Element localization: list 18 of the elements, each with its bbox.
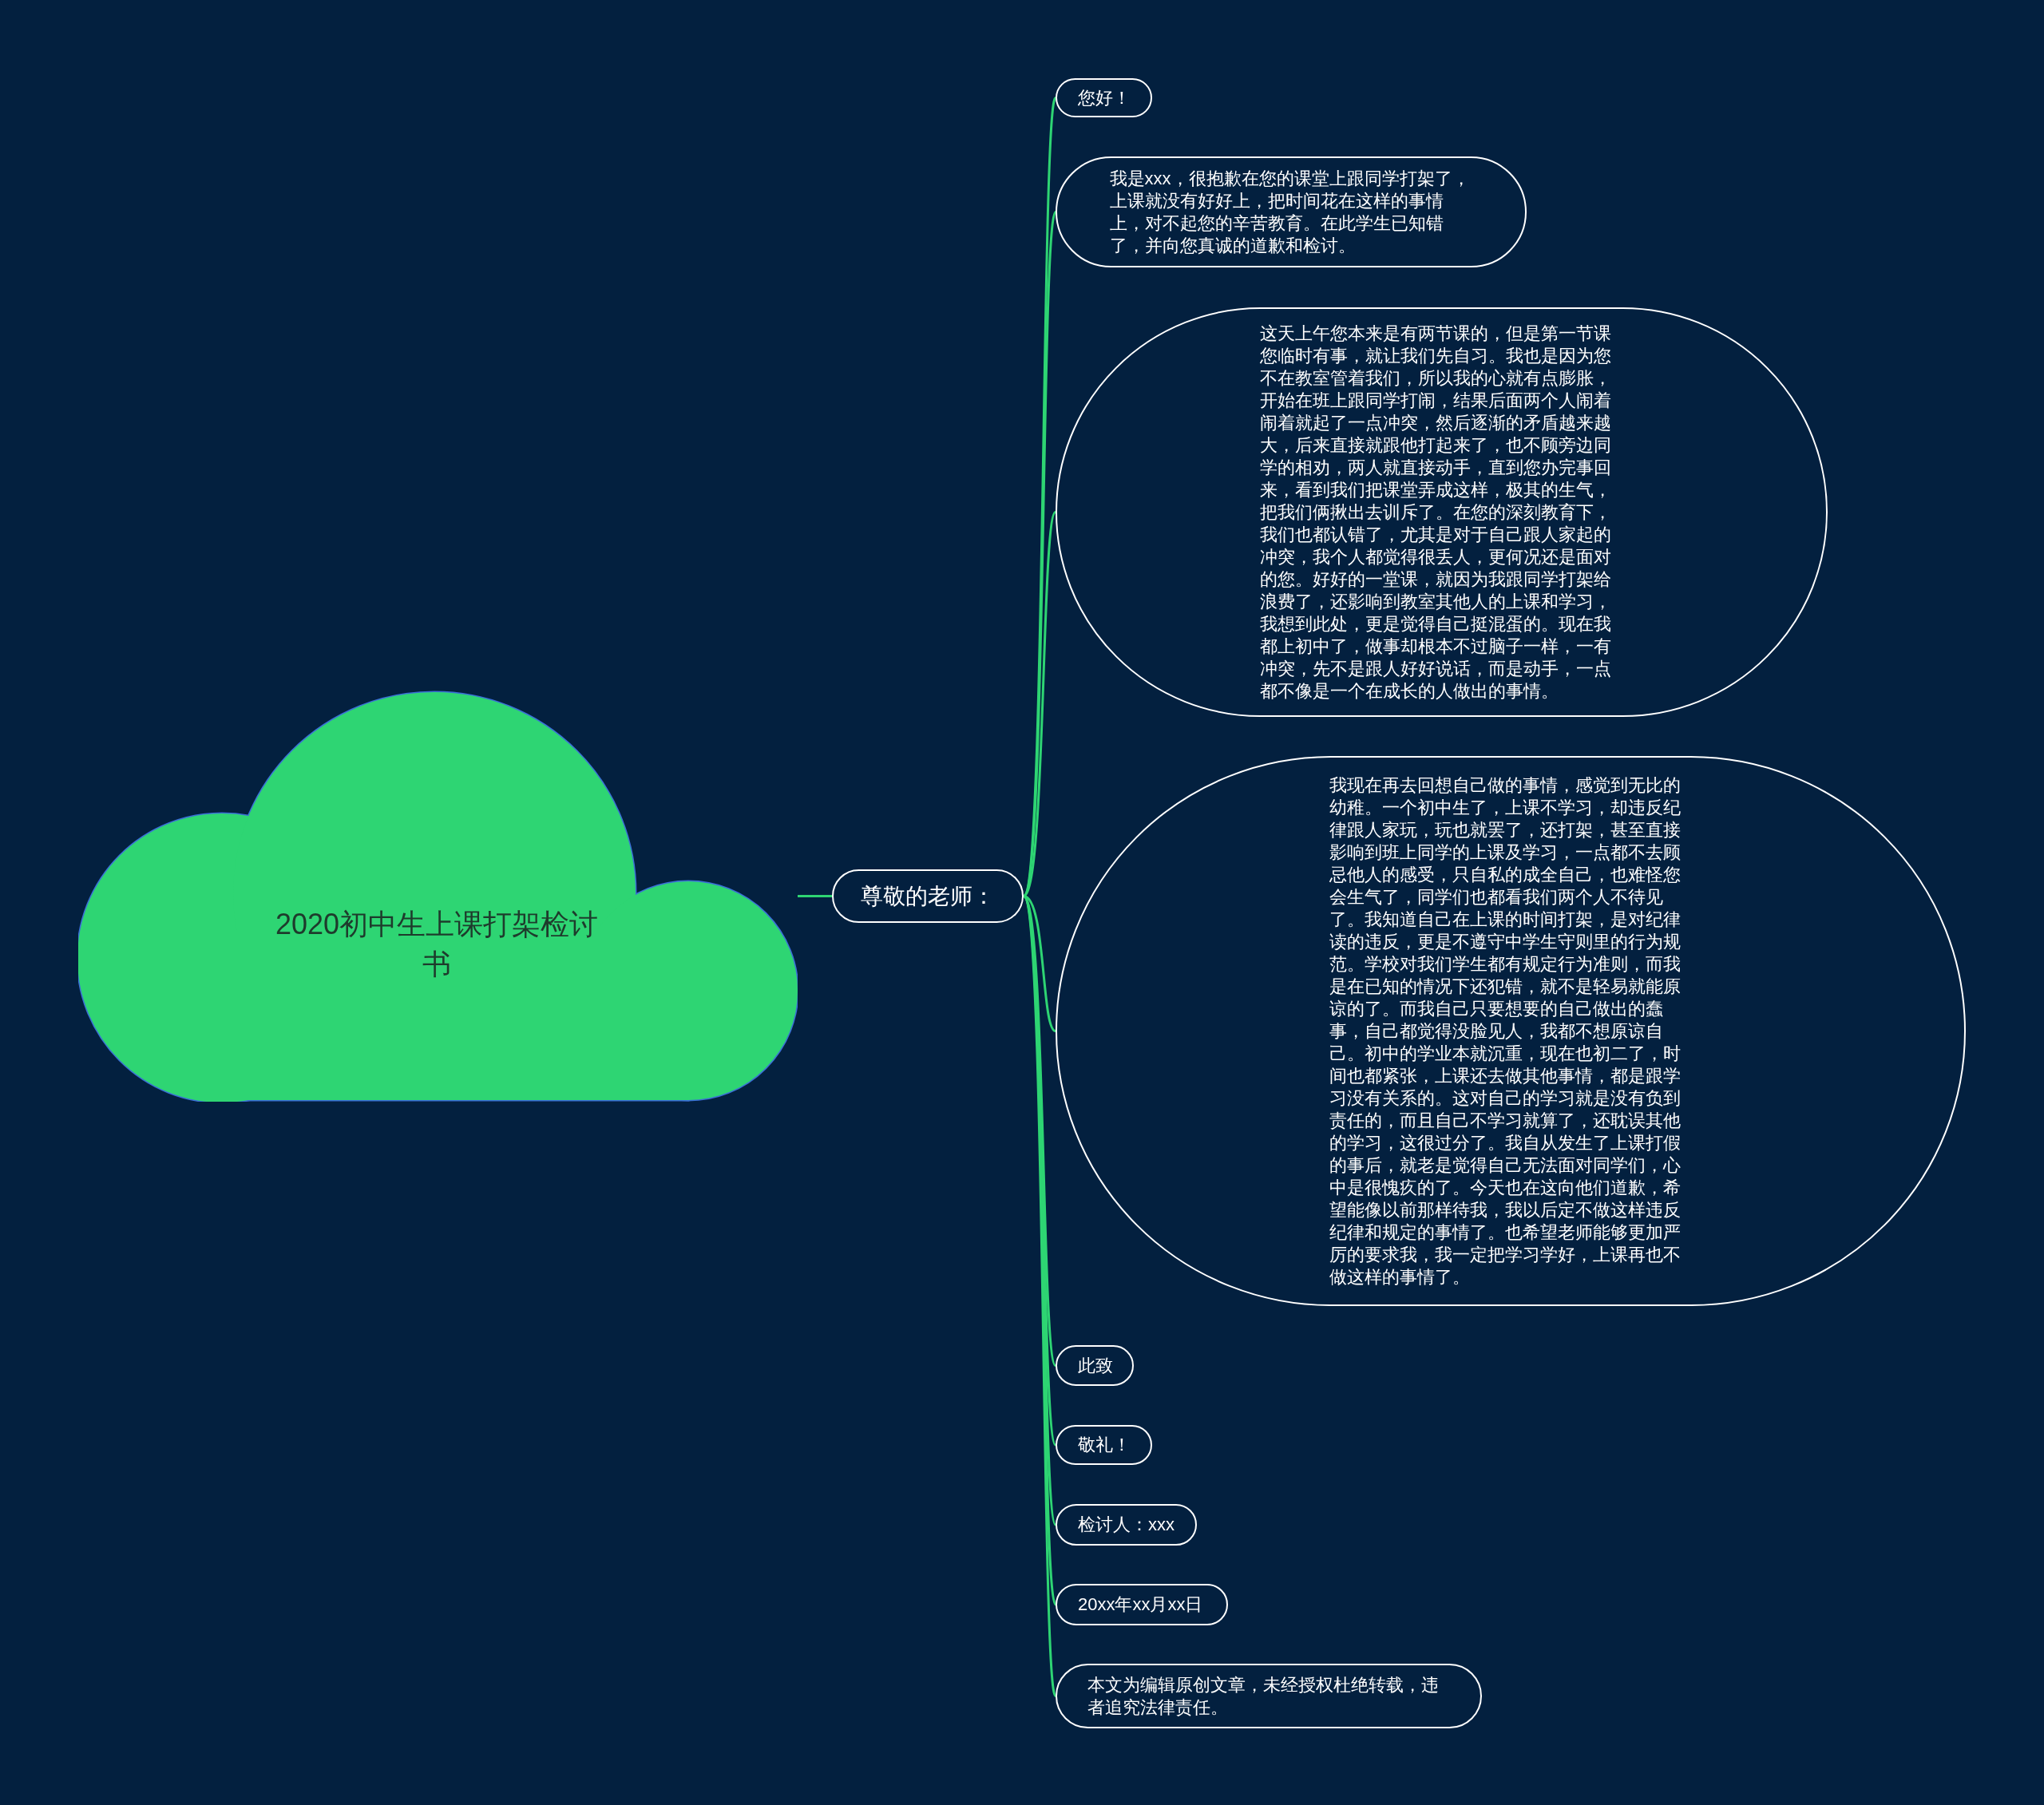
node-text: 这天上午您本来是有两节课的，但是第一节课您临时有事，就让我们先自习。我也是因为您不在教室管着我们，所以我的心就有点膨胀，开始在班上跟同学打闹，结果后面两个人闹着闹着就起了一点冲突，然后逐渐的矛盾越来越大，后来直接就跟他打起来了，也不顾旁边同学的相劝，两人就直接动手，直到您办完事回来，看到我们把课堂弄成这样，极其的生气，把我们俩揪出去训斥了。在您的深刻教育下，我们也都认错了，尤其是对于自己跟人家起的冲突，我个人都觉得很丢人，更何况还是面对的您。好好的一堂课，就因为我跟同学打架给浪费了，还影响到教室其他人的上课和学习，我想到此处，更是觉得自己挺混蛋的。现在我都上初中了，做事却根本不过脑子一样，一有冲突，先不是跟人好好说话，而是动手，一点都不像是一个在成长的人做出的事情。 xyxy=(1260,322,1612,703)
rounded-box xyxy=(1056,1584,1228,1625)
node-text: 20xx年xx月xx日 xyxy=(1078,1593,1203,1616)
node-text: 我是xxx，很抱歉在您的课堂上跟同学打架了，上课就没有好好上，把时间花在这样的事情上，对不起您的辛苦教育。在此学生已知错了，并向您真诚的道歉和检讨。 xyxy=(1109,167,1471,257)
rounded-box xyxy=(1056,1504,1197,1546)
rounded-box xyxy=(1056,78,1152,117)
rounded-box xyxy=(1056,1425,1152,1465)
rounded-box xyxy=(1056,1345,1134,1386)
connector-line xyxy=(798,895,832,897)
title-text: 2020初中生上课打架检讨书 xyxy=(274,907,600,982)
node-text: 本文为编辑原创文章，未经授权杜绝转载，违者追究法律责任。 xyxy=(1087,1673,1440,1719)
rounded-box xyxy=(1056,1664,1482,1728)
node-text: 检讨人：xxx xyxy=(1078,1514,1175,1536)
node-text: 此致 xyxy=(1078,1354,1113,1377)
node-text: 您好！ xyxy=(1078,86,1131,109)
node-text: 尊敬的老师： xyxy=(861,885,995,908)
node-text: 敬礼！ xyxy=(1078,1434,1131,1456)
node-text: 我现在再去回想自己做的事情，感觉到无比的幼稚。一个初中生了，上课不学习，却违反纪律跟人家玩，玩也就罢了，还打架，甚至直接影响到班上同学的上课及学习，一点都不去顾忌他人的感受，只自私的成全自己，也难怪您会生气了，同学们也都看我们两个人不待见了。我知道自己在上课的时间打架，是对纪律读的违反，更是不遵守中学生守则里的行为规范。学校对我们学生都有规定行为准则，而我是在已知的情况下还犯错，就不是轻易就能原谅的了。而我自己只要想要的自己做出的蠢事，自己都觉得没脸见人，我都不想原谅自己。初中的学业本就沉重，现在也初二了，时间也都紧张，上课还去做其他事情，都是跟学习没有关系的。这对自己的学习就是没有负到责任的，而且自己不学习就算了，还耽误其他的学习，这很过分了。我自从发生了上课打假的事后，就老是觉得自己无法面对同学们，心中是很愧疚的了。今天也在这向他们道歉，希望能像以前那样待我，我以后定不做这样违反纪律和规定的事情了。也希望老师能够更加严厉的要求我，我一定把学习学好，上课再也不做这样的事情了。 xyxy=(1329,774,1682,1288)
